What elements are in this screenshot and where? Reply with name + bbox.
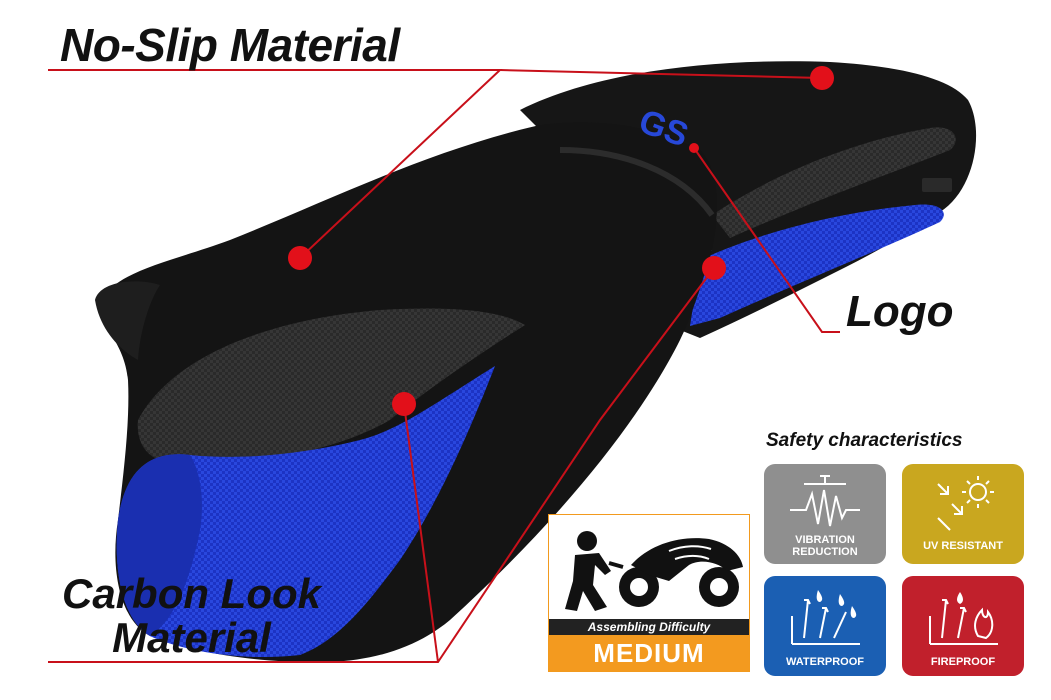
carbon-look-material-label: Carbon Look Material <box>62 572 321 660</box>
assembling-difficulty-caption: Assembling Difficulty <box>549 619 749 635</box>
carbon-label-line2: Material <box>112 614 271 661</box>
sun-icon <box>937 476 994 531</box>
uv-resistant-label: UV RESISTANT <box>923 540 1003 552</box>
fireproof-badge: FIREPROOF <box>902 576 1024 676</box>
carbon-label-line1: Carbon Look <box>62 570 321 617</box>
no-slip-material-label: No-Slip Material <box>60 19 400 71</box>
assembling-difficulty-level: MEDIUM <box>549 635 749 671</box>
assembling-difficulty-box: Assembling Difficulty MEDIUM <box>548 514 750 672</box>
waterproof-label: WATERPROOF <box>785 656 864 668</box>
uv-resistant-badge: UV RESISTANT <box>902 464 1024 564</box>
mechanic-motorcycle-icon <box>565 531 743 611</box>
vibration-label-line1: VIBRATION <box>795 534 855 546</box>
water-drops-icon <box>791 590 860 645</box>
vibration-icon <box>790 475 860 527</box>
flame-icon <box>929 592 998 645</box>
safety-characteristics-title: Safety characteristics <box>766 430 963 451</box>
vibration-reduction-badge: VIBRATION REDUCTION <box>764 464 886 564</box>
vibration-label-line2: REDUCTION <box>792 546 858 558</box>
waterproof-badge: WATERPROOF <box>764 576 886 676</box>
fireproof-label: FIREPROOF <box>930 656 996 668</box>
logo-label: Logo <box>846 287 954 336</box>
